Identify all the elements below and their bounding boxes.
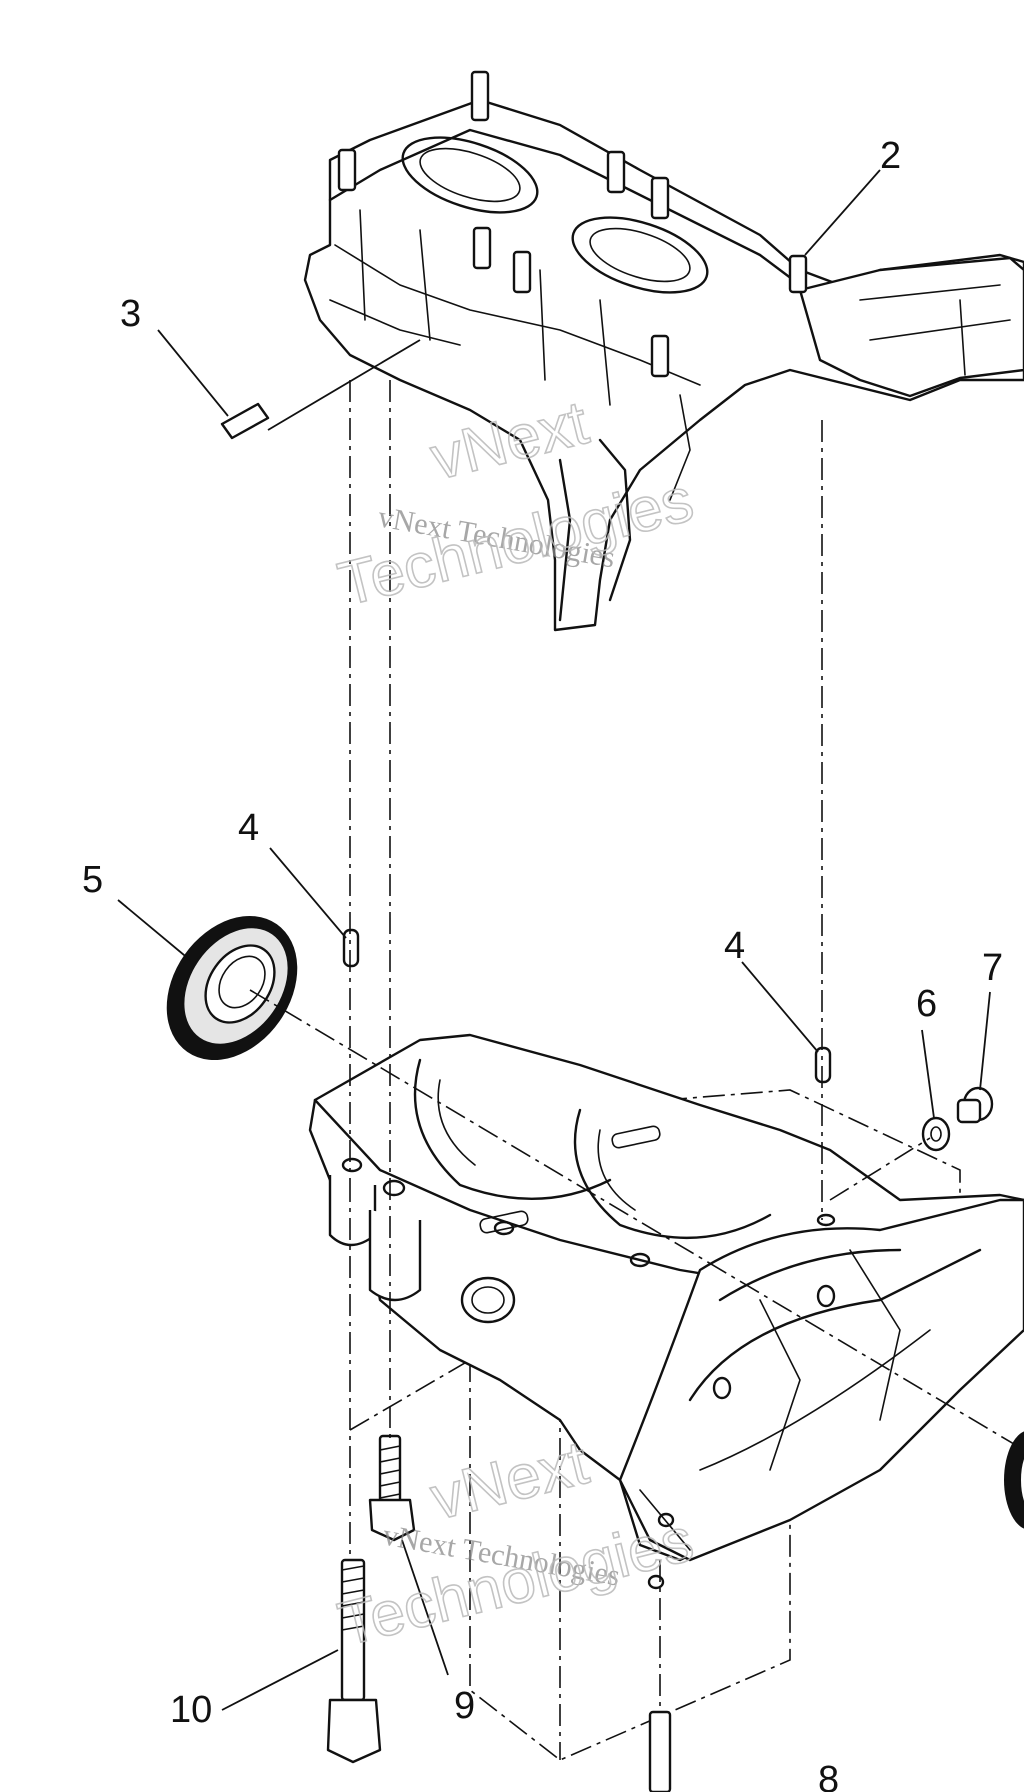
stud-part-8 xyxy=(648,1710,672,1792)
watermark-brand-bottom: Technologies xyxy=(332,465,700,620)
dowel-pin-part-4-left xyxy=(342,928,360,968)
callout-7: 7 xyxy=(982,947,1003,989)
leader-lines xyxy=(117,169,991,1711)
dowel-pin-part-4-right xyxy=(814,1046,832,1084)
stud-part-9 xyxy=(368,1434,416,1542)
crankcase-studs xyxy=(337,70,808,378)
callout-labels: 2 3 4 4 5 6 7 8 9 10 xyxy=(82,135,1003,1792)
callout-4-left: 4 xyxy=(238,807,259,849)
callout-3: 3 xyxy=(120,293,141,335)
callout-9: 9 xyxy=(454,1685,475,1727)
assembly-center-lines xyxy=(249,380,1024,1712)
callout-8: 8 xyxy=(818,1759,839,1792)
callout-2: 2 xyxy=(880,135,901,177)
bolt-part-10 xyxy=(326,1558,382,1764)
oil-seal-cropped xyxy=(1004,1431,1024,1529)
lower-crankcase xyxy=(308,1033,1024,1761)
callout-6: 6 xyxy=(916,983,937,1025)
dowel-pin-part-3 xyxy=(220,402,270,440)
watermark-brand-top: vNext xyxy=(424,1428,594,1533)
callout-10: 10 xyxy=(170,1689,212,1731)
upper-crankcase xyxy=(303,70,1024,632)
plug-part-7 xyxy=(956,1086,994,1124)
callout-4-right: 4 xyxy=(724,925,745,967)
callout-5: 5 xyxy=(82,859,103,901)
oil-seal-part-5 xyxy=(166,915,298,1061)
washer-part-6 xyxy=(921,1116,951,1152)
